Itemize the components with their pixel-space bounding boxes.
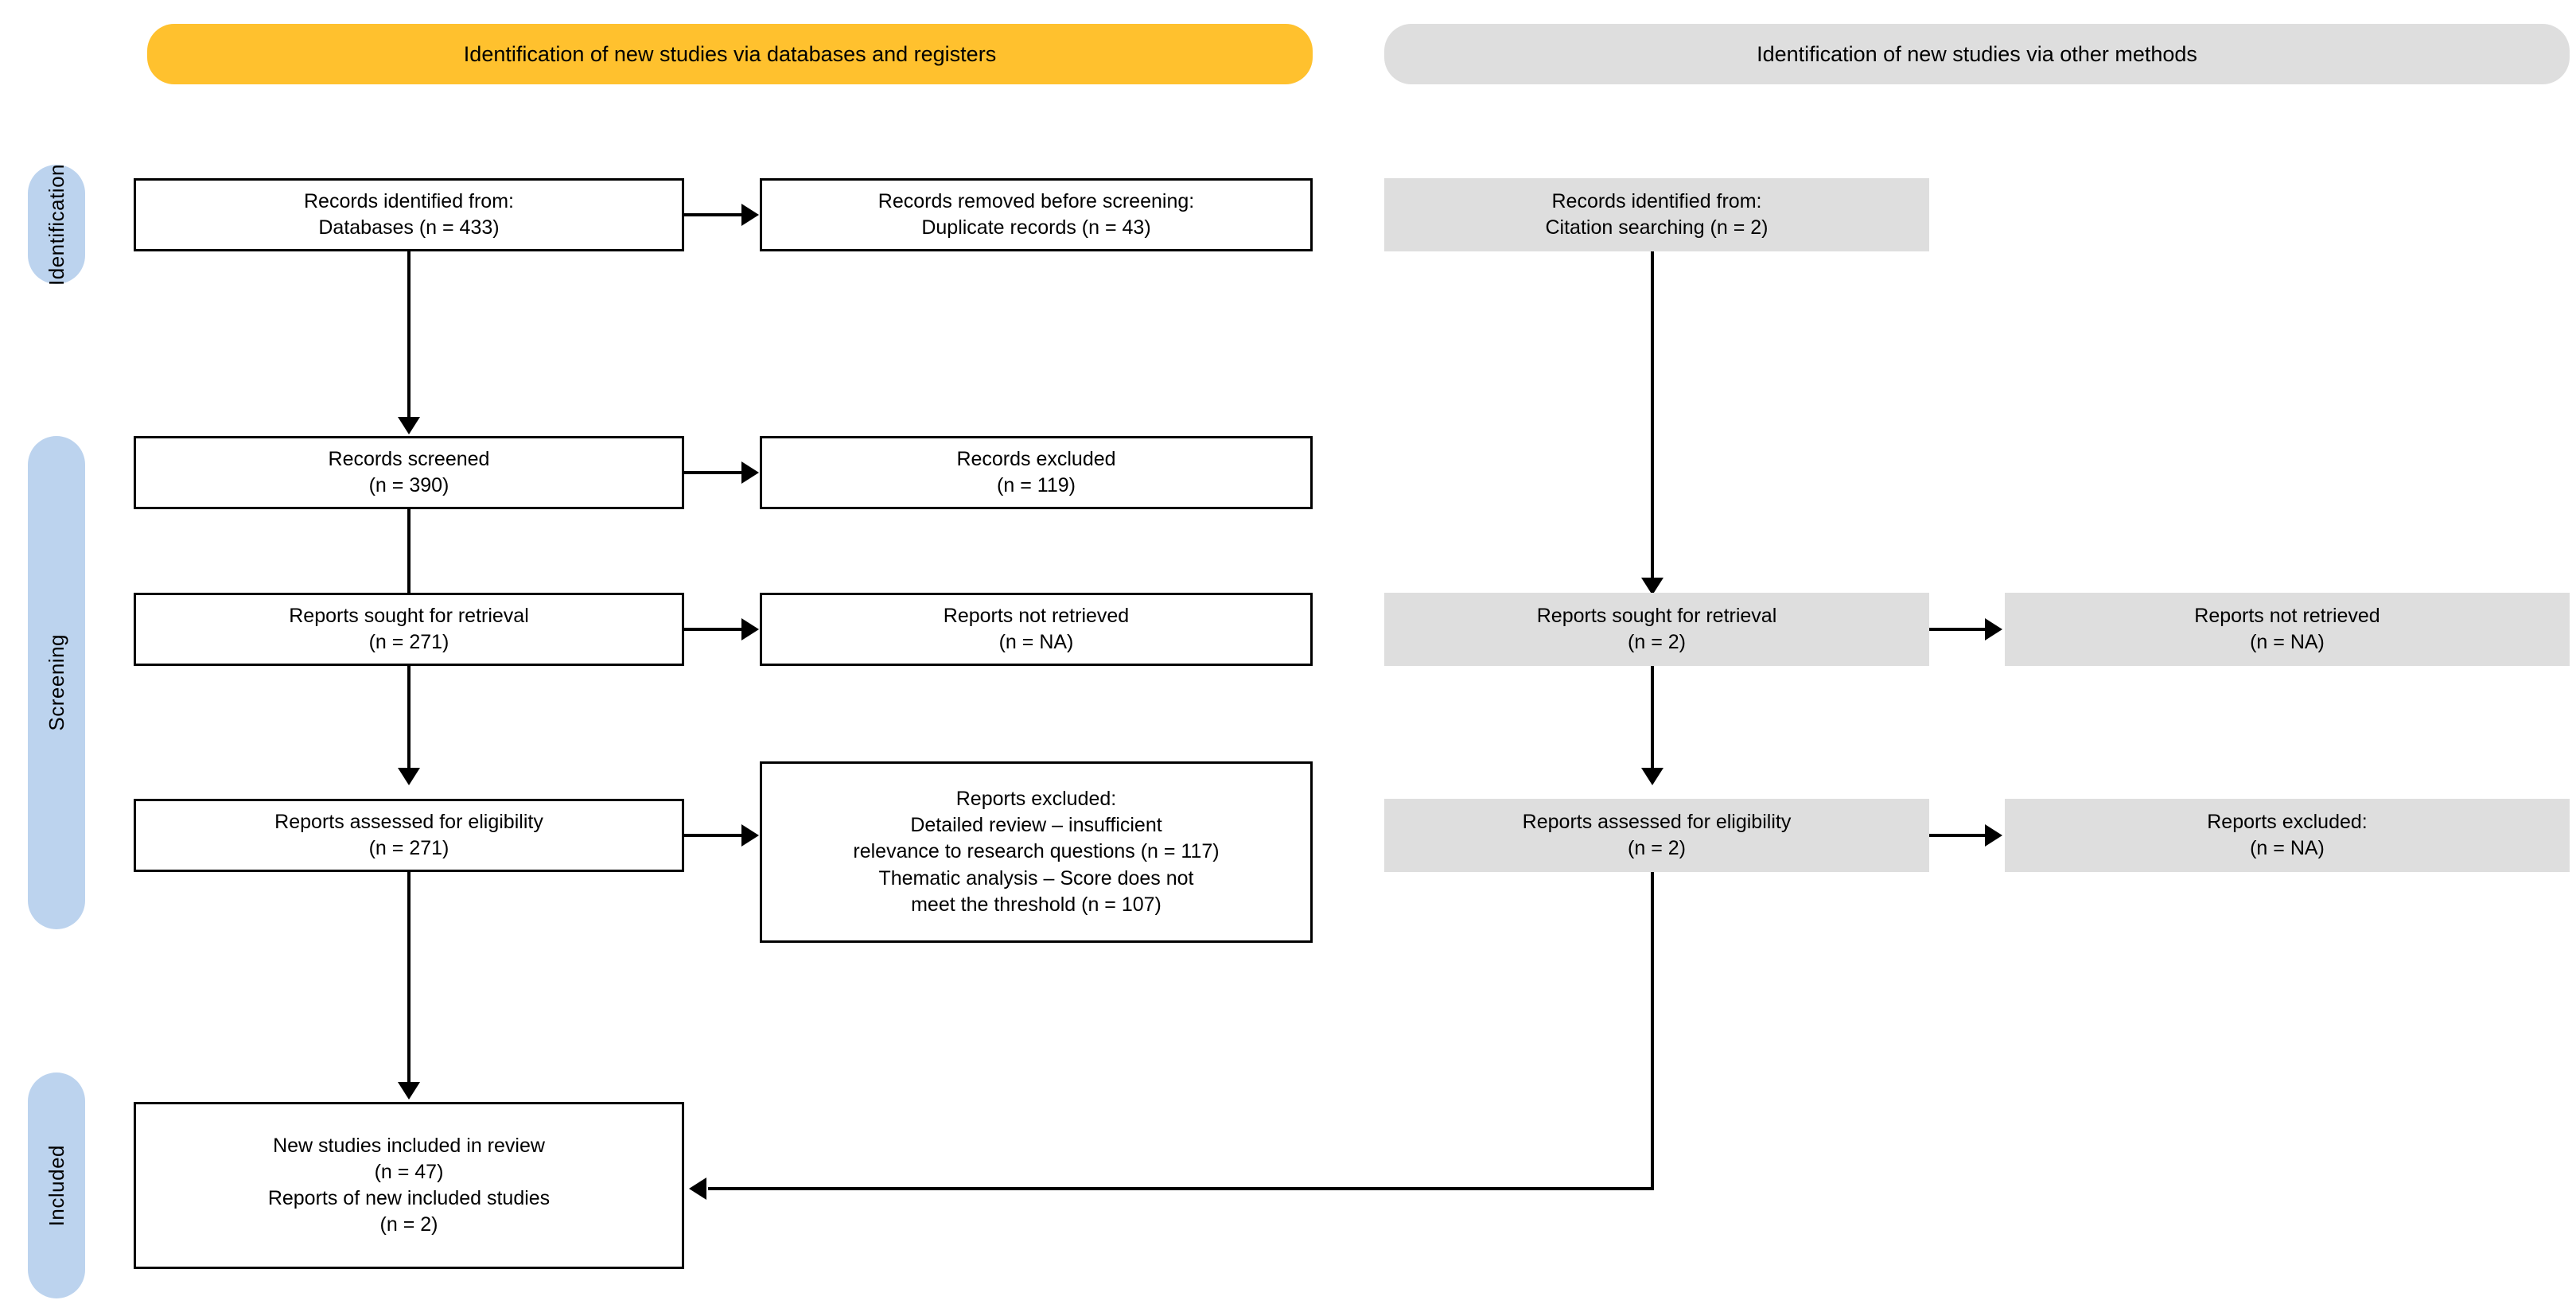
connector-other-identified-to-sought [1651,251,1654,581]
box-reports-excluded-right: Reports excluded: (n = NA) [2005,799,2570,872]
box-records-screened-text: Records screened (n = 390) [328,447,490,496]
connector-identified-to-removed [684,213,743,216]
connector-assessed-to-excluded-right [1929,834,1986,837]
connector-sought-to-assessed-left [407,666,411,771]
box-reports-sought-for-retrieval-right: Reports sought for retrieval (n = 2) [1384,593,1929,666]
box-new-studies-included-text: New studies included in review (n = 47) … [267,1134,551,1236]
connector-assessed-to-excluded-left [684,834,743,837]
box-reports-excluded-left: Reports excluded: Detailed review – insu… [760,761,1313,943]
box-new-studies-included: New studies included in review (n = 47) … [134,1102,684,1269]
box-records-excluded-text: Records excluded (n = 119) [956,447,1116,496]
box-reports-assessed-right-text: Reports assessed for eligibility (n = 2) [1522,810,1792,859]
arrowhead-sought-to-not-retrieved-right [1985,618,2002,640]
box-reports-not-retrieved-right: Reports not retrieved (n = NA) [2005,593,2570,666]
connector-identified-to-screened [407,251,411,420]
connector-sought-to-assessed-right [1651,666,1654,771]
connector-right-down-to-included [1651,872,1654,1190]
stage-included-text: Included [44,1144,68,1227]
connector-screened-to-sought [407,509,411,597]
banner-databases-label: Identification of new studies via databa… [463,41,997,66]
arrowhead-identified-to-screened [398,417,420,434]
box-records-screened: Records screened (n = 390) [134,436,684,509]
box-records-identified-databases: Records identified from: Databases (n = … [134,178,684,251]
connector-right-left-into-included [708,1187,1654,1190]
arrowhead-sought-to-not-retrieved-left [741,618,759,640]
arrowhead-other-identified-to-sought [1641,578,1664,595]
arrowhead-right-into-included [689,1178,706,1200]
box-records-identified-databases-text: Records identified from: Databases (n = … [303,189,514,239]
arrowhead-identified-to-removed [741,204,759,226]
banner-other-methods-label: Identification of new studies via other … [1757,41,2197,66]
box-reports-excluded-right-text: Reports excluded: (n = NA) [2207,810,2368,859]
connector-sought-to-not-retrieved-right [1929,628,1986,631]
stage-label-identification: Identification [28,163,85,286]
arrowhead-sought-to-assessed-right [1641,768,1664,785]
box-reports-excluded-left-text: Reports excluded: Detailed review – insu… [853,787,1220,916]
connector-screened-to-excluded [684,471,743,474]
arrowhead-screened-to-excluded [741,461,759,484]
stage-identification-text: Identification [44,163,68,286]
stage-label-screening: Screening [28,436,85,929]
arrowhead-assessed-to-excluded-left [741,824,759,847]
box-records-removed-before-screening: Records removed before screening: Duplic… [760,178,1313,251]
box-reports-assessed-left-text: Reports assessed for eligibility (n = 27… [274,810,543,859]
arrowhead-assessed-to-included [398,1082,420,1100]
box-reports-sought-for-retrieval-left: Reports sought for retrieval (n = 271) [134,593,684,666]
stage-screening-text: Screening [44,634,68,731]
arrowhead-sought-to-assessed-left [398,768,420,785]
box-records-removed-text: Records removed before screening: Duplic… [877,189,1195,239]
box-reports-not-retrieved-right-text: Reports not retrieved (n = NA) [2194,604,2380,653]
box-records-excluded: Records excluded (n = 119) [760,436,1313,509]
box-reports-not-retrieved-left: Reports not retrieved (n = NA) [760,593,1313,666]
box-reports-not-retrieved-left-text: Reports not retrieved (n = NA) [943,604,1130,653]
banner-other-methods: Identification of new studies via other … [1384,24,2570,84]
box-reports-assessed-for-eligibility-right: Reports assessed for eligibility (n = 2) [1384,799,1929,872]
stage-label-included: Included [28,1072,85,1298]
box-records-identified-other-text: Records identified from: Citation search… [1545,189,1769,239]
arrowhead-assessed-to-excluded-right [1985,824,2002,847]
box-records-identified-other-methods: Records identified from: Citation search… [1384,178,1929,251]
box-reports-assessed-for-eligibility-left: Reports assessed for eligibility (n = 27… [134,799,684,872]
connector-assessed-to-included [407,872,411,1085]
connector-sought-to-not-retrieved-left [684,628,743,631]
banner-databases-registers: Identification of new studies via databa… [147,24,1313,84]
box-reports-sought-right-text: Reports sought for retrieval (n = 2) [1536,604,1777,653]
box-reports-sought-left-text: Reports sought for retrieval (n = 271) [289,604,529,653]
